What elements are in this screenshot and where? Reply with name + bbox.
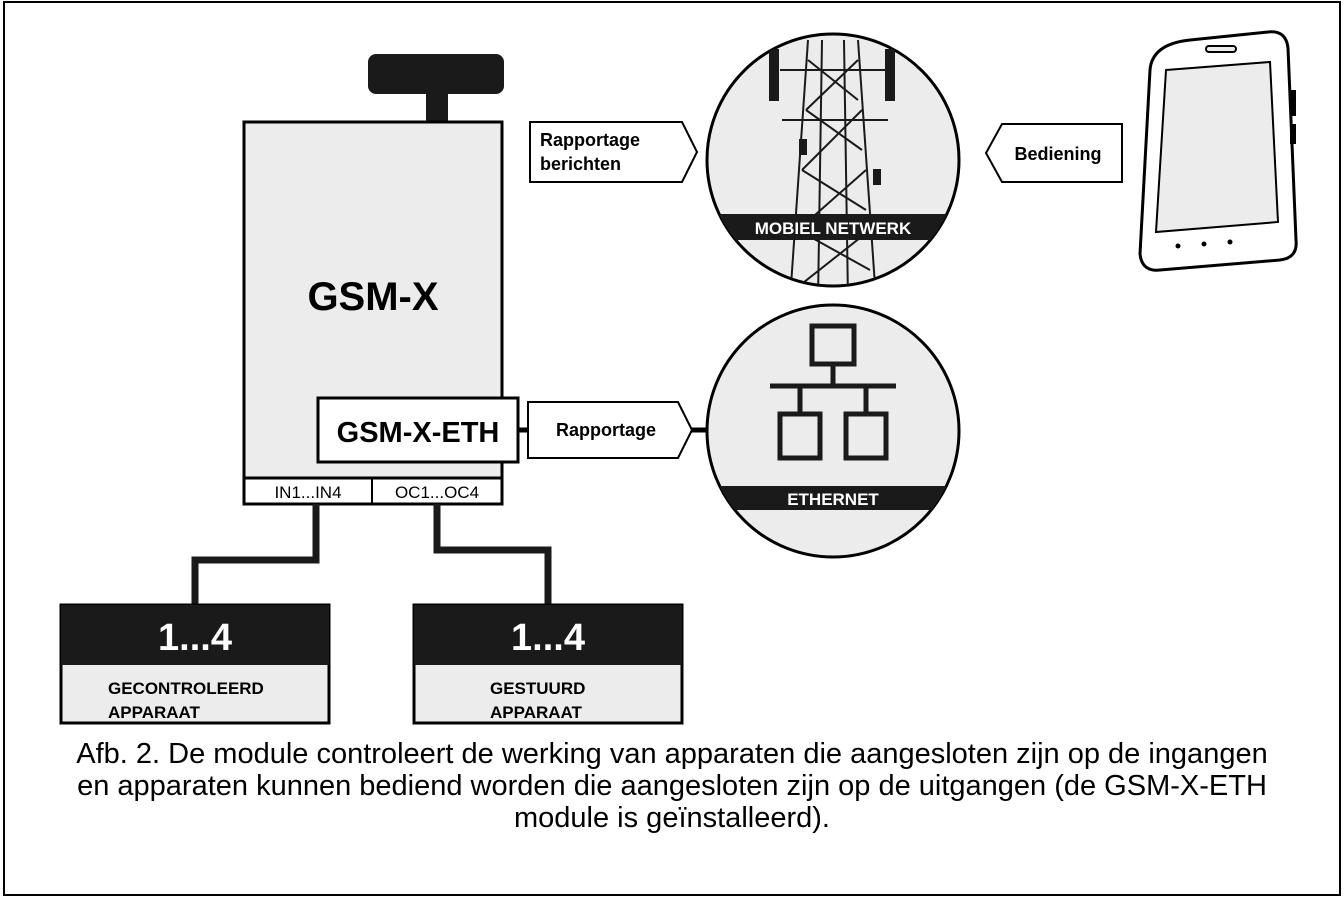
network-icon [770,323,896,461]
reporting-arrow [527,401,694,459]
reporting-messages-line1: Rapportage [540,130,640,150]
figure-caption: Afb. 2. De module controleert de werking… [0,738,1344,834]
controlled-device-range: 1...4 [511,617,585,659]
ethernet-circle [705,303,961,559]
smartphone-icon [1138,30,1298,272]
controlled-device-header [414,605,682,665]
gsm-x-label: GSM-X [307,275,438,319]
monitored-device-line1: GECONTROLEERD [108,679,264,698]
input-wire [191,504,320,605]
ethernet-band [707,486,959,510]
monitored-device-range: 1...4 [158,617,232,659]
reporting-label: Rapportage [556,420,656,440]
cell-tower-icon [769,39,895,286]
reporting-messages-line2: berichten [540,154,621,174]
controlled-device-line2: APPARAAT [490,703,583,722]
reporting-messages-arrow [529,121,699,183]
operation-label: Bediening [1014,144,1101,164]
gsm-x-eth-label: GSM-X-ETH [337,417,500,449]
input-ports-label: IN1...IN4 [274,483,341,502]
controlled-device-line1: GESTUURD [490,679,585,698]
caption-line-1: Afb. 2. De module controleert de werking… [76,738,1268,770]
caption-line-2: en apparaten kunnen bediend worden die a… [77,770,1267,802]
ethernet-label: ETHERNET [787,490,879,509]
antenna-mast [426,92,448,122]
mobile-network-band [707,214,959,240]
monitored-device-line2: APPARAAT [108,703,201,722]
gsm-x-eth-module [316,396,520,464]
output-wire [433,504,552,605]
operation-arrow [984,123,1123,183]
figure-frame [3,1,1341,896]
mobile-network-label: MOBIEL NETWERK [755,219,912,238]
caption-line-3: module is geïnstalleerd). [514,802,830,834]
output-ports-label: OC1...OC4 [395,483,479,502]
monitored-device-header [61,605,329,665]
antenna-icon [368,54,504,94]
mobile-network-circle [705,32,961,288]
